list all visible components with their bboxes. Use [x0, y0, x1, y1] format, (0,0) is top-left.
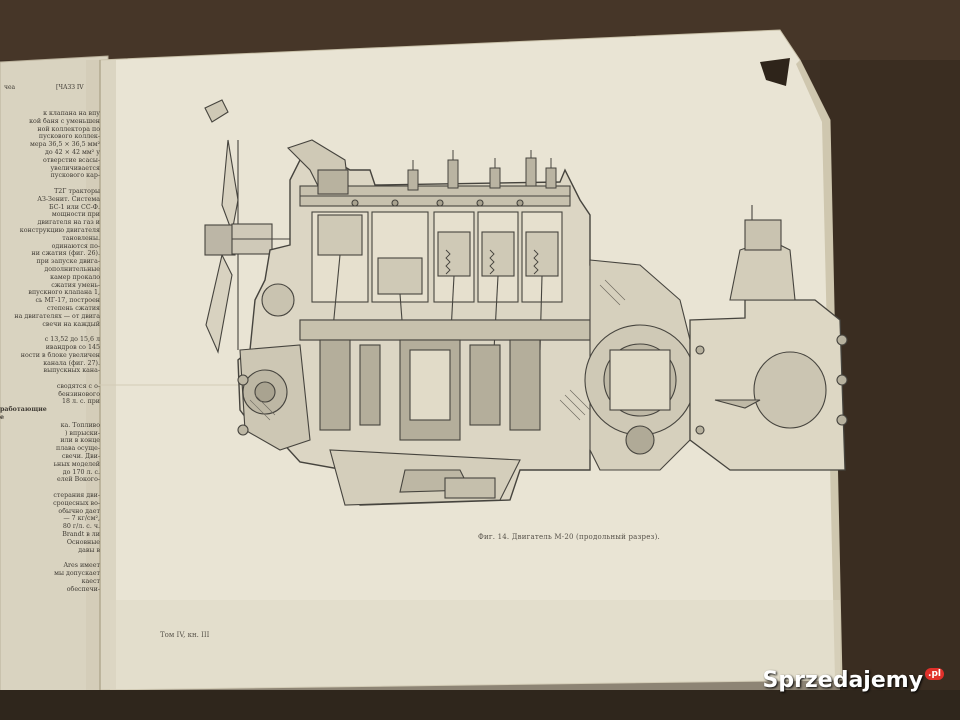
left-line: ности в блоке увеличен — [20, 351, 100, 359]
left-line: давы в — [78, 546, 100, 554]
left-line: конструкцию двигателя — [19, 226, 100, 234]
left-line: тановлены. — [62, 234, 100, 242]
watermark-logo: Sprzedajemy.pl — [763, 668, 944, 693]
left-line: Ares имеет — [63, 562, 100, 570]
left-line: елей Вокого- — [56, 476, 100, 484]
left-page-text: к клапана на впу кой баня с уменьшен ной… — [0, 110, 100, 593]
left-line: АЗ-Зенит. Система — [37, 195, 100, 203]
watermark-text: Sprzedajemy — [762, 668, 924, 693]
left-line: пускового коллек- — [38, 133, 100, 141]
left-line — [0, 554, 100, 562]
left-line: ни сжатия (фиг. 26). — [31, 250, 100, 258]
watermark-suffix: .pl — [925, 668, 944, 680]
left-line: сжатия умень- — [51, 281, 100, 289]
left-line: мощности при — [51, 211, 100, 219]
left-line: или в конце — [60, 437, 100, 445]
left-line: Brandt в ли — [62, 531, 100, 539]
section-heading-2: е — [0, 414, 5, 422]
left-line: сь МГ-17, построен — [35, 297, 100, 305]
left-line: обычно дает — [58, 507, 100, 515]
left-line: отверстие всасы- — [42, 156, 100, 164]
left-line: до 42 × 42 мм² у — [44, 148, 100, 156]
left-line: на двигателях — от двига — [14, 312, 100, 320]
left-line: свечи на каждый — [42, 320, 100, 328]
left-line: степень сжатия — [46, 304, 100, 312]
left-line — [0, 375, 100, 383]
left-line: 80 г/л. с. ч. — [62, 523, 100, 531]
left-line — [0, 180, 100, 188]
left-line: ) впрыски- — [64, 429, 100, 437]
left-line: свечи. Дви- — [61, 453, 100, 461]
left-line: БС-1 или СС-Ф. — [49, 203, 100, 211]
left-line: сроцесных во- — [53, 499, 100, 507]
left-line: Основные — [66, 538, 100, 546]
left-line: с 13,52 до 15,6 л — [44, 336, 100, 344]
left-line: впускного клапана 1, — [28, 289, 100, 297]
left-line: при запуске двига- — [36, 258, 100, 266]
left-line: канала (фиг. 27). — [43, 359, 100, 367]
figure-caption: Фиг. 14. Двигатель М-20 (продольный разр… — [478, 533, 660, 541]
left-line: ной коллектора по — [37, 125, 100, 133]
left-page-header-left: чеа — [4, 84, 16, 91]
left-line: двигателя на газ и — [37, 219, 101, 227]
left-line: ьных моделей — [53, 460, 100, 468]
section-heading: работающие — [0, 406, 47, 414]
left-line: до 170 л. с. — [62, 468, 100, 476]
left-line — [0, 328, 100, 336]
left-line: плава осуще- — [56, 445, 100, 453]
left-line: кой баня с уменьшен — [29, 117, 100, 125]
left-line: камер прокало — [50, 273, 100, 281]
left-line: мера 36,5 × 36,5 мм² — [29, 141, 100, 149]
left-line: бензинового — [58, 390, 100, 398]
left-line: мы допускает — [54, 570, 100, 578]
left-line: стерания дви- — [53, 492, 100, 500]
left-line: обеспечи- — [66, 585, 100, 593]
left-line: — 7 кг/см², — [63, 515, 100, 523]
left-line: 18 л. с. при — [62, 398, 100, 406]
left-line — [0, 484, 100, 492]
left-line: сводятся с о- — [56, 382, 100, 390]
engine-drawing — [204, 99, 848, 506]
left-page-header-right: [ЧАЗЗ IV — [56, 84, 84, 91]
left-line: одинаются по- — [51, 242, 100, 250]
left-line: пускового кар- — [50, 172, 100, 180]
left-line: увеличивается — [50, 164, 100, 172]
left-line: дополнительные — [44, 265, 100, 273]
left-line: выпускных кана- — [43, 367, 100, 375]
left-page — [0, 56, 110, 706]
left-line: каест — [81, 577, 100, 585]
left-line: Т2Г тракторы — [54, 187, 100, 195]
left-line: ивандров со 145 — [45, 343, 100, 351]
left-line: к клапана на впу — [43, 110, 100, 117]
page-footer: Том IV, кн. III — [160, 631, 210, 639]
left-line: ка. Топливо — [60, 421, 100, 429]
